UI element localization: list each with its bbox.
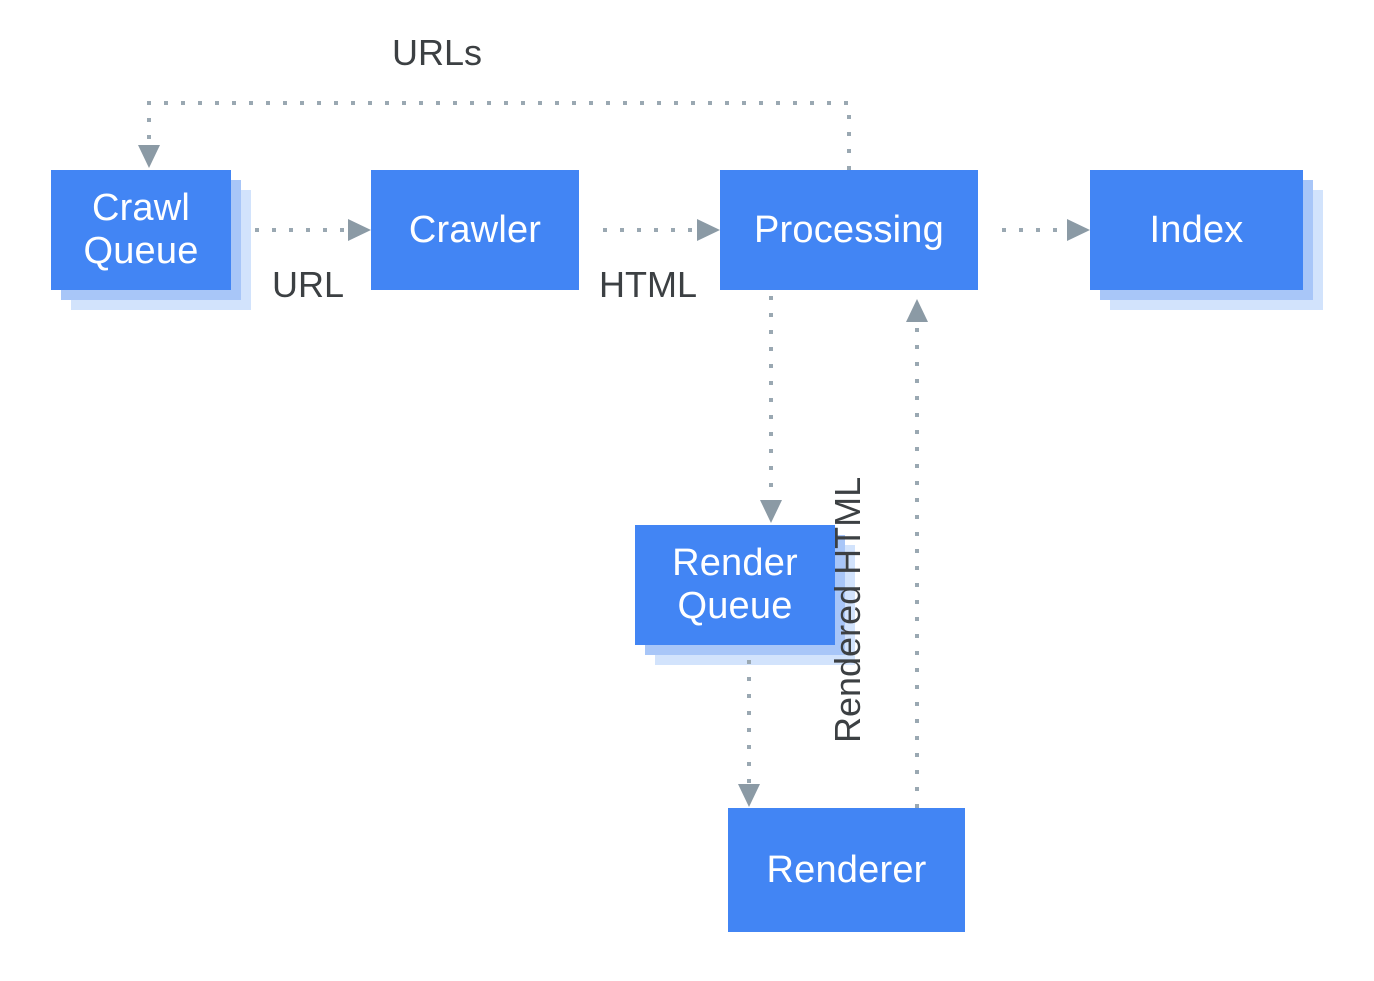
node-renderer[interactable]: Renderer bbox=[728, 808, 965, 932]
node-crawl-queue-label: Crawl Queue bbox=[83, 187, 199, 272]
node-render-queue-label: Render Queue bbox=[672, 542, 798, 627]
node-crawler[interactable]: Crawler bbox=[371, 170, 579, 290]
edge-label-rendered-html: Rendered HTML bbox=[827, 476, 868, 743]
edge-rendered-html bbox=[906, 299, 928, 808]
edge-to-render-queue bbox=[760, 296, 782, 523]
edge-to-renderer bbox=[738, 660, 760, 807]
node-crawl-queue[interactable]: Crawl Queue bbox=[51, 170, 231, 290]
arrowhead-url bbox=[348, 219, 371, 241]
edge-to-index bbox=[1002, 219, 1090, 241]
arrowhead-html bbox=[697, 219, 720, 241]
node-processing-label: Processing bbox=[754, 208, 944, 251]
edge-label-html: HTML bbox=[599, 264, 697, 305]
node-index[interactable]: Index bbox=[1090, 170, 1303, 290]
node-index-label: Index bbox=[1149, 208, 1244, 251]
arrowhead-urls bbox=[138, 145, 160, 168]
edge-urls bbox=[138, 101, 851, 170]
arrowhead-to-renderer bbox=[738, 784, 760, 807]
arrowhead-to-index bbox=[1067, 219, 1090, 241]
edge-html bbox=[603, 219, 720, 241]
edge-label-url: URL bbox=[272, 264, 345, 305]
arrowhead-to-render-queue bbox=[760, 500, 782, 523]
node-render-queue[interactable]: Render Queue bbox=[635, 525, 835, 645]
node-processing[interactable]: Processing bbox=[720, 170, 978, 290]
node-renderer-label: Renderer bbox=[766, 848, 927, 891]
edge-url bbox=[255, 219, 371, 241]
edge-label-urls: URLs bbox=[392, 32, 483, 73]
node-crawler-label: Crawler bbox=[408, 208, 542, 251]
arrowhead-rendered-html bbox=[906, 299, 928, 322]
